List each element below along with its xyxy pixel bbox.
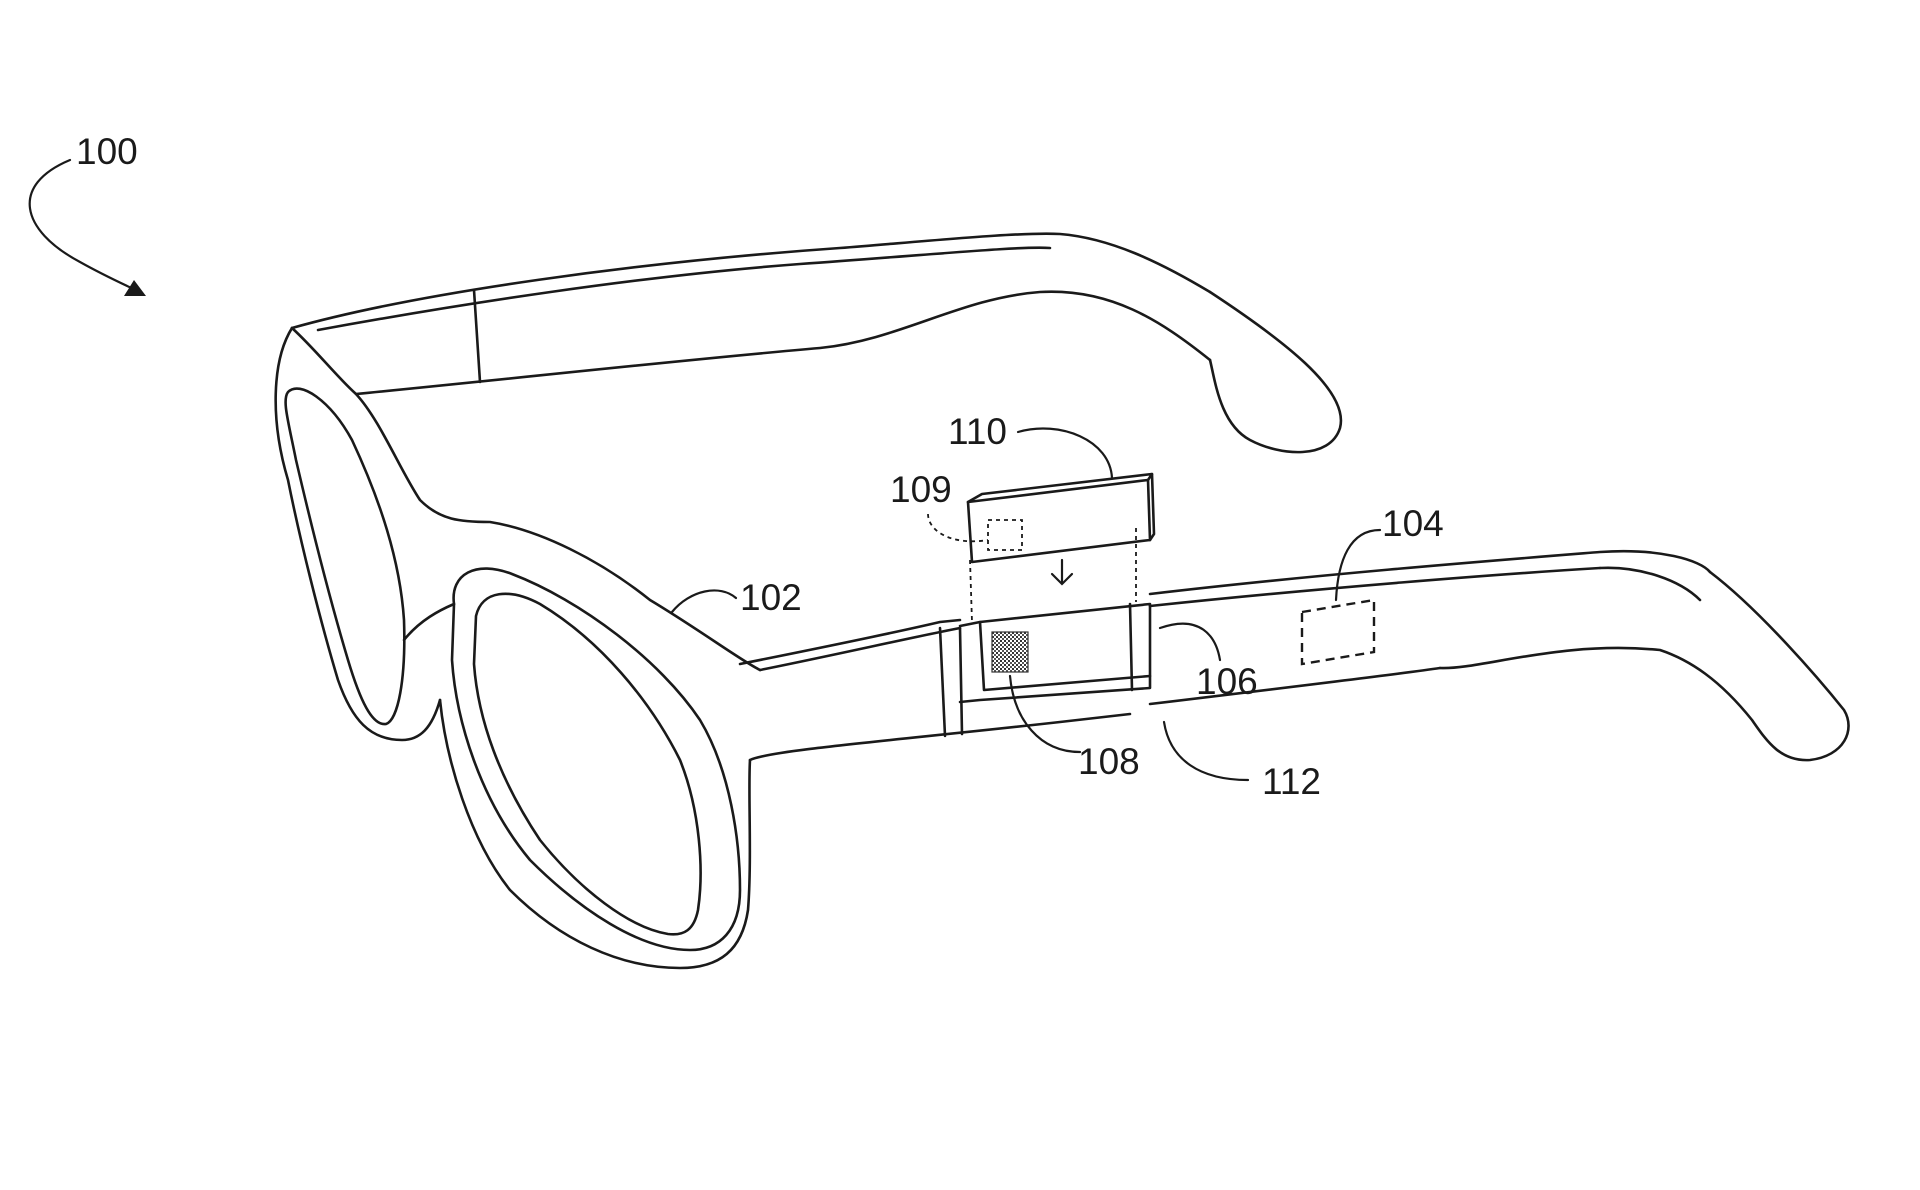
leader-lines bbox=[670, 427, 1382, 782]
ref-109: 109 bbox=[890, 469, 952, 510]
ref-108: 108 bbox=[1078, 741, 1140, 782]
ref-104: 104 bbox=[1382, 503, 1444, 544]
ref-102: 102 bbox=[740, 577, 802, 618]
ref-110: 110 bbox=[948, 411, 1007, 452]
eyeglasses-outline bbox=[274, 232, 1850, 970]
component-104 bbox=[1300, 598, 1376, 666]
ref-100-arrow bbox=[28, 158, 146, 296]
ref-106: 106 bbox=[1196, 661, 1258, 702]
ref-100: 100 bbox=[76, 131, 138, 172]
recess-106 bbox=[958, 528, 1152, 704]
module-110 bbox=[966, 472, 1156, 564]
ref-112: 112 bbox=[1262, 761, 1321, 802]
